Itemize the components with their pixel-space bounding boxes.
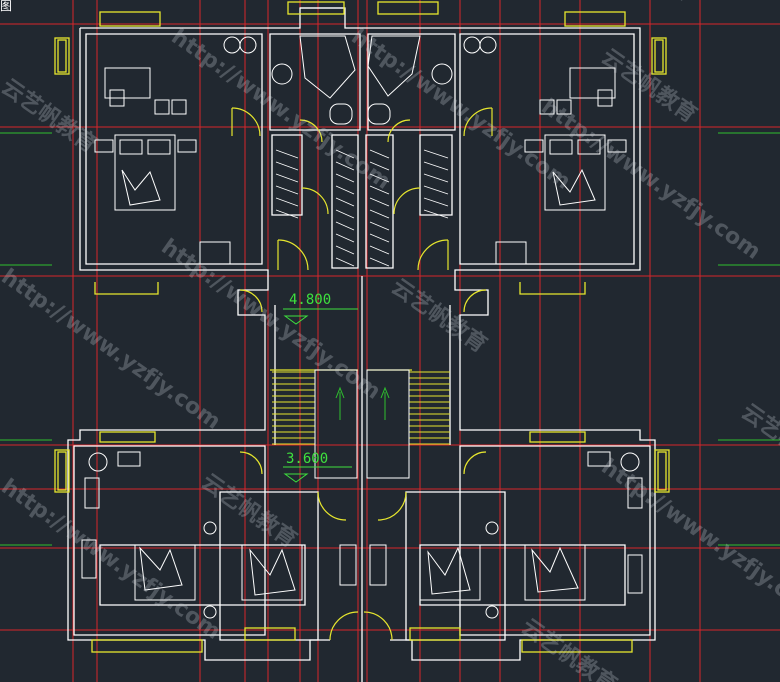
furniture-fixtures bbox=[81, 35, 643, 619]
drawing-line bbox=[369, 233, 390, 243]
drawing-line bbox=[275, 149, 299, 159]
drawing-line bbox=[335, 245, 355, 255]
watermark-url: http://www.yzfjy.com bbox=[668, 0, 780, 7]
watermark-url: http://www.yzfjy.com bbox=[157, 234, 385, 404]
wardrobes bbox=[275, 149, 449, 267]
drawing-line bbox=[335, 149, 355, 159]
watermark-url: http://www.yzfjy.com bbox=[0, 264, 225, 434]
drawing-line bbox=[275, 209, 299, 219]
watermark-brand: 云艺帆教育 bbox=[387, 274, 492, 358]
level-marker-lower: 3.600 bbox=[283, 451, 352, 483]
drawing-line bbox=[335, 221, 355, 231]
level-label-lower: 3.600 bbox=[286, 451, 328, 467]
dimension-ticks bbox=[0, 132, 780, 546]
watermark-url: http://www.yzfjy.com bbox=[597, 454, 780, 624]
drawing-line bbox=[335, 161, 355, 171]
drawing-line bbox=[275, 197, 299, 207]
drawing-line bbox=[369, 185, 390, 195]
level-marker-upper: 4.800 bbox=[283, 292, 358, 325]
watermark-url: http://www.yzfjy.com bbox=[0, 474, 225, 644]
drawing-line bbox=[369, 221, 390, 231]
drawing-line bbox=[369, 197, 390, 207]
drawing-line bbox=[369, 257, 390, 267]
drawing-line bbox=[275, 185, 299, 195]
drawing-line bbox=[275, 173, 299, 183]
drawing-line bbox=[335, 209, 355, 219]
drawing-line bbox=[423, 209, 449, 219]
drawing-line bbox=[423, 185, 449, 195]
drawing-line bbox=[369, 161, 390, 171]
watermark-brand: 云艺帆教育 bbox=[737, 399, 780, 483]
drawing-line bbox=[275, 161, 299, 171]
drawing-line bbox=[423, 161, 449, 171]
drawing-line bbox=[369, 173, 390, 183]
drawing-line bbox=[335, 185, 355, 195]
drawing-line bbox=[423, 173, 449, 183]
drawing-line bbox=[335, 233, 355, 243]
watermark-brand: 云艺帆教育 bbox=[597, 44, 702, 128]
windows bbox=[54, 1, 670, 653]
level-label-upper: 4.800 bbox=[289, 292, 331, 308]
drawing-line bbox=[369, 245, 390, 255]
drawing-line bbox=[335, 173, 355, 183]
drawing-line bbox=[369, 149, 390, 159]
drawing-line bbox=[369, 209, 390, 219]
staircase bbox=[272, 369, 450, 479]
drawing-corner-label: 图 bbox=[0, 0, 13, 13]
watermark-brand: 云艺帆教育 bbox=[197, 469, 302, 553]
drawing-line bbox=[423, 197, 449, 207]
furniture-beds bbox=[94, 134, 627, 601]
drawing-line bbox=[335, 197, 355, 207]
door-swings bbox=[231, 107, 493, 641]
drawing-line bbox=[335, 257, 355, 267]
watermark-brand: 云艺帆教育 bbox=[517, 614, 622, 682]
drawing-line bbox=[423, 149, 449, 159]
